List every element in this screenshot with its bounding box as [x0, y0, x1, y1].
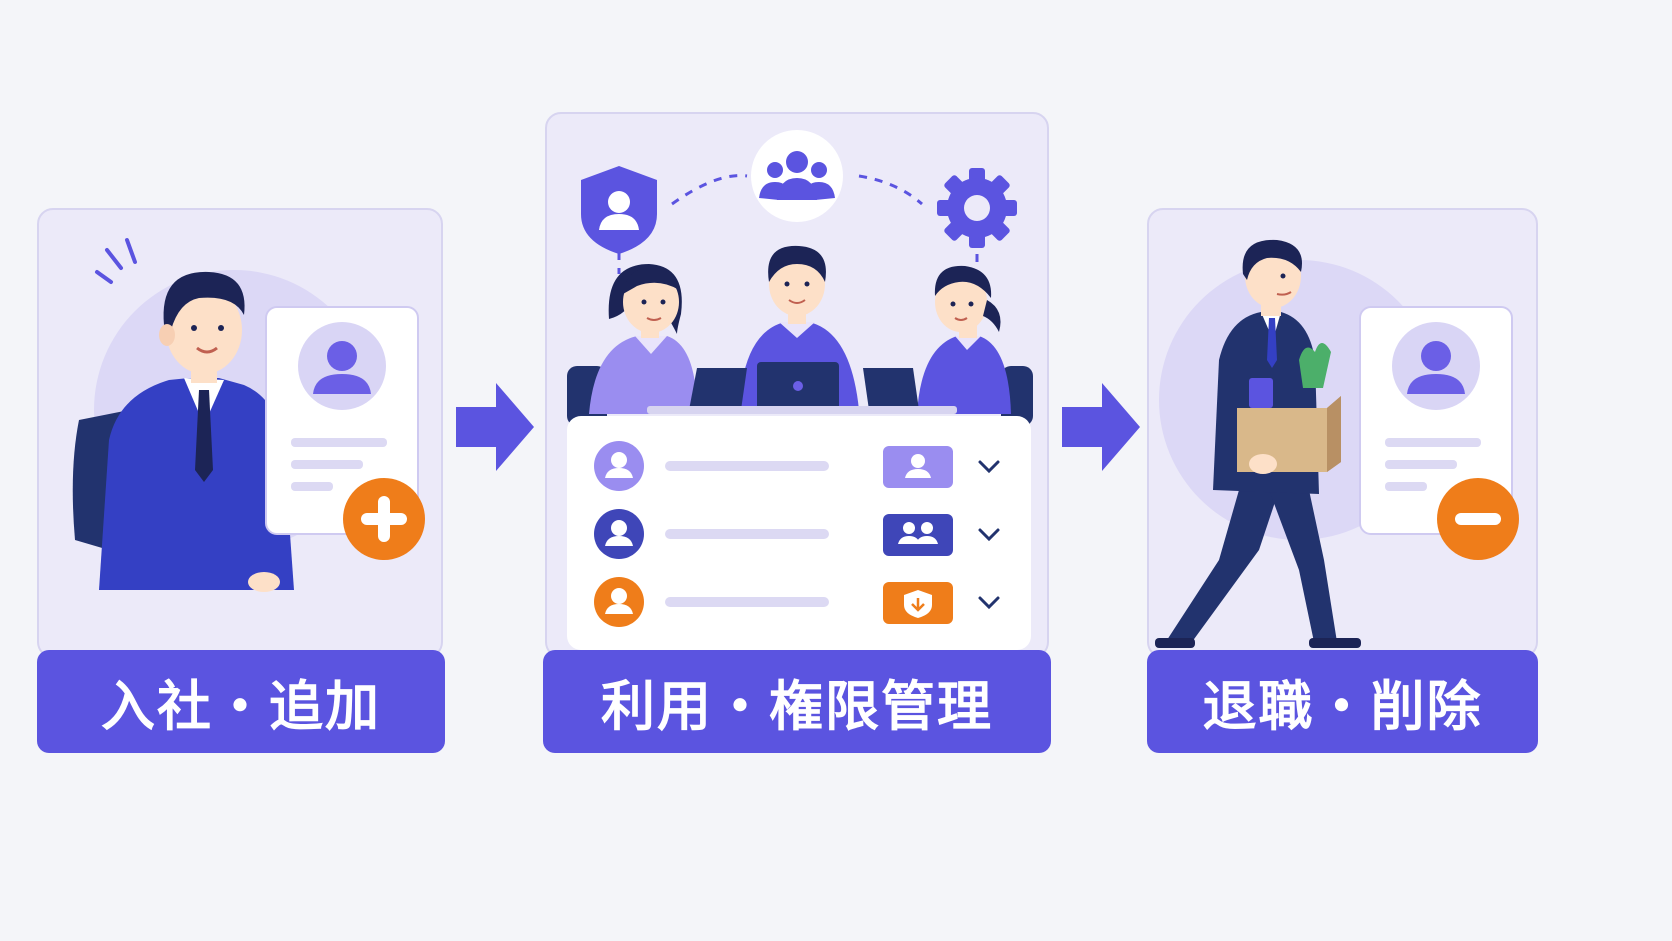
plus-icon	[341, 476, 427, 562]
list-item	[594, 509, 1000, 559]
person-right	[917, 265, 1011, 414]
arrow-right-icon	[456, 383, 534, 471]
manage-illustration	[567, 130, 1033, 426]
step-label-manage: 利用・権限管理	[543, 650, 1051, 753]
step-label-join: 入社・追加	[37, 650, 445, 753]
person-left	[589, 264, 697, 414]
group-icon	[751, 130, 843, 222]
step-panel-leave	[1147, 208, 1538, 658]
gear-icon	[937, 168, 1017, 248]
list-item	[594, 577, 1000, 627]
step-panel-manage	[545, 112, 1049, 658]
avatar-icon	[327, 341, 357, 371]
box-icon	[1237, 343, 1341, 472]
minus-icon	[1435, 476, 1521, 562]
list-item	[594, 441, 1000, 491]
shield-user-icon	[581, 166, 657, 254]
arrow-right-icon	[1062, 383, 1140, 471]
laptop-icon	[689, 362, 919, 414]
avatar-icon	[1421, 341, 1451, 371]
sparkle-icon	[95, 238, 137, 284]
profile-card	[1359, 306, 1513, 535]
step-panel-join	[37, 208, 443, 658]
step-label-leave: 退職・削除	[1147, 650, 1538, 753]
permission-list	[567, 416, 1031, 650]
